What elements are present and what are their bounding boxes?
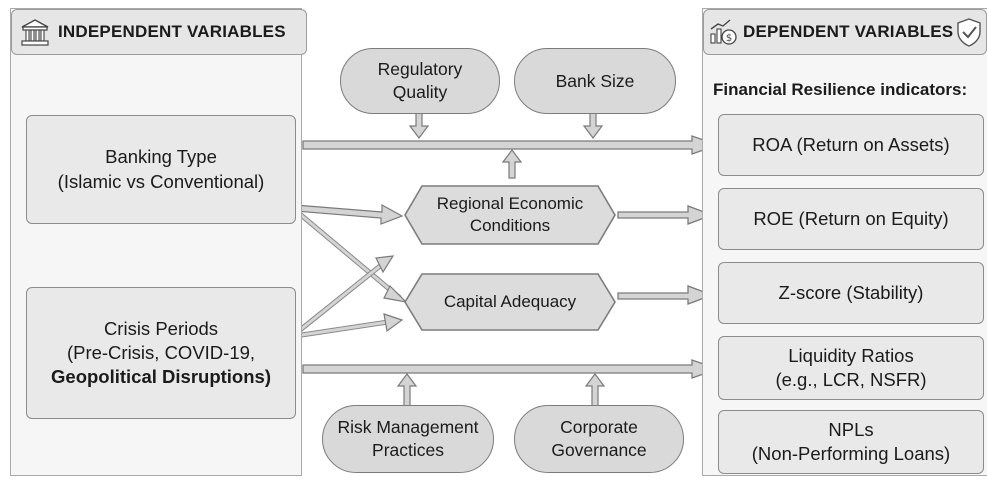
risk-management-pill: Risk Management Practices (322, 405, 494, 473)
arrow-crisis-to-regional (293, 255, 395, 336)
independent-header-title: INDEPENDENT VARIABLES (58, 22, 286, 41)
risk-management-line-2: Practices (372, 440, 444, 460)
capital-adequacy-text: Capital Adequacy (443, 291, 577, 311)
roa-box: ROA (Return on Assets) (718, 114, 984, 176)
svg-text:$: $ (726, 33, 732, 44)
arrow-banking-to-regional (294, 203, 404, 225)
liquidity-line-2: (e.g., LCR, NSFR) (775, 369, 927, 390)
npls-box: NPLs (Non-Performing Loans) (718, 410, 984, 474)
zscore-label: Z-score (Stability) (778, 281, 924, 303)
arrow-capital-to-zscore (617, 285, 714, 305)
finance-chart-icon: $ (708, 17, 738, 47)
dependent-subtitle: Financial Resilience indicators: (713, 80, 968, 99)
roa-label: ROA (Return on Assets) (752, 133, 950, 155)
shield-check-icon (956, 17, 982, 47)
arrow-regional-to-roe (617, 205, 714, 225)
zscore-box: Z-score (Stability) (718, 262, 984, 324)
capital-adequacy-hexagon (404, 273, 616, 331)
arrow-crisis-to-liquidity (302, 359, 720, 379)
dependent-header: $ DEPENDENT VARIABLES (703, 9, 987, 55)
banking-type-detail: (Islamic vs Conventional) (57, 170, 265, 192)
roe-box: ROE (Return on Equity) (718, 188, 984, 250)
regulatory-quality-line-2: Quality (392, 82, 448, 102)
risk-management-line-1: Risk Management (337, 417, 479, 438)
arrow-crisis-to-capital (294, 313, 404, 339)
crisis-periods-detail-2: Geopolitical Disruptions) (51, 366, 271, 388)
banking-type-box: Banking Type (Islamic vs Conventional) (26, 115, 296, 224)
corporate-governance-pill: Corporate Governance (514, 405, 684, 473)
banking-type-title: Banking Type (105, 146, 217, 168)
liquidity-line-1: Liquidity Ratios (788, 344, 914, 366)
arrow-to-regional-up (501, 149, 523, 179)
npls-line-2: (Non-Performing Loans) (751, 443, 951, 464)
regional-economic-hexagon (404, 185, 616, 245)
liquidity-box: Liquidity Ratios (e.g., LCR, NSFR) (718, 336, 984, 400)
arrow-risk-up (396, 373, 418, 407)
crisis-periods-detail-1: (Pre-Crisis, COVID-19, (66, 341, 256, 363)
dependent-header-title: DEPENDENT VARIABLES (743, 22, 954, 41)
crisis-periods-title: Crisis Periods (103, 317, 219, 339)
roe-label: ROE (Return on Equity) (753, 207, 949, 229)
arrow-banking-to-capital (293, 208, 408, 303)
crisis-periods-box: Crisis Periods (Pre-Crisis, COVID-19, Ge… (26, 287, 296, 419)
corporate-governance-line-1: Corporate (560, 417, 638, 438)
regional-economic-line-1: Regional Economic (436, 193, 584, 213)
regulatory-quality-line-1: Regulatory (377, 59, 463, 80)
npls-line-1: NPLs (828, 418, 874, 440)
independent-header: INDEPENDENT VARIABLES (11, 9, 307, 55)
bank-size-pill: Bank Size (514, 48, 676, 114)
regional-economic-label: Regional Economic Conditions (405, 186, 615, 244)
regulatory-quality-pill: Regulatory Quality (340, 48, 500, 114)
corporate-governance-line-2: Governance (551, 440, 647, 460)
bank-size-label: Bank Size (555, 70, 635, 91)
regional-economic-line-2: Conditions (469, 216, 551, 235)
arrow-governance-up (584, 373, 606, 407)
capital-adequacy-label: Capital Adequacy (405, 274, 615, 330)
bank-building-icon (20, 17, 50, 47)
